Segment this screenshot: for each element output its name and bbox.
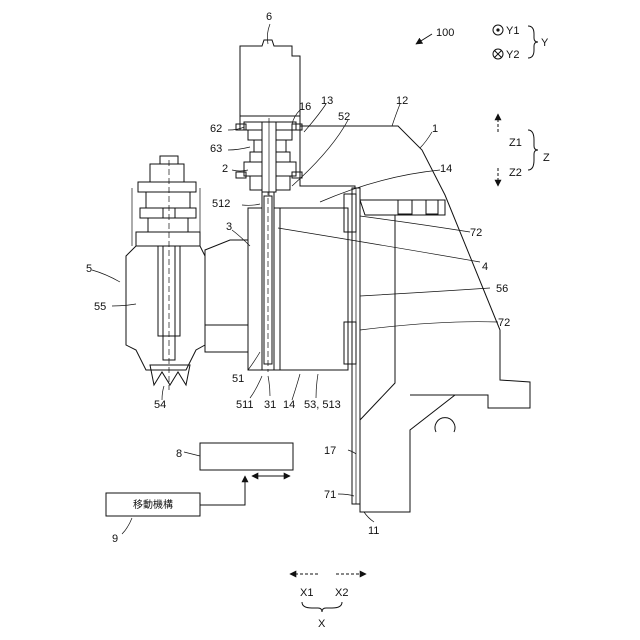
z-legend: Z1 Z2 Z [498, 114, 550, 186]
ref-14-lower: 14 [283, 399, 295, 411]
ref-14-upper: 14 [440, 163, 452, 175]
ref-55: 55 [94, 301, 106, 313]
z1-label: Z1 [509, 137, 522, 149]
x1-label: X1 [300, 587, 313, 599]
x-label: X [318, 618, 326, 630]
ref-63: 63 [210, 143, 222, 155]
ref-9: 9 [112, 533, 118, 545]
ref-1: 1 [432, 123, 438, 135]
ref-4: 4 [482, 261, 488, 273]
ref-71: 71 [324, 489, 336, 501]
arm-block-3 [205, 240, 248, 352]
ref-72-upper: 72 [470, 227, 482, 239]
ref-52: 52 [338, 111, 350, 123]
actuator-6 [236, 40, 302, 196]
moving-mechanism-box-9: 移動機構 [106, 493, 200, 516]
ref-100-label: 100 [436, 27, 454, 39]
reference-numerals: 6 16 13 12 1 62 63 52 2 14 512 72 3 4 5 … [86, 11, 510, 545]
z-label: Z [543, 152, 550, 164]
y-label: Y [541, 37, 549, 49]
controller-box-8 [200, 443, 293, 470]
ref-6: 6 [266, 11, 272, 23]
ref-100: 100 [416, 27, 454, 44]
ref-62: 62 [210, 123, 222, 135]
ref-3: 3 [226, 221, 232, 233]
leader-lines [92, 24, 498, 534]
ref-31: 31 [264, 399, 276, 411]
ref-17: 17 [324, 445, 336, 457]
ref-2: 2 [222, 163, 228, 175]
ref-72-lower: 72 [498, 317, 510, 329]
y2-label: Y2 [506, 49, 519, 61]
ref-5: 5 [86, 263, 92, 275]
moving-mechanism-label: 移動機構 [133, 498, 173, 511]
vertical-plate-17 [344, 188, 360, 504]
ref-54: 54 [154, 399, 166, 411]
ref-8: 8 [176, 448, 182, 460]
y1-label: Y1 [506, 25, 519, 37]
ref-512: 512 [212, 198, 230, 210]
y-legend: Y1 Y2 Y [493, 25, 549, 61]
left-unit-5 [126, 156, 205, 390]
ref-11: 11 [368, 525, 379, 537]
x2-label: X2 [335, 587, 348, 599]
ref-16: 16 [299, 101, 311, 113]
ref-13: 13 [321, 95, 333, 107]
signal-lines [200, 476, 290, 505]
ref-12: 12 [396, 95, 408, 107]
ref-53-513: 53, 513 [304, 399, 341, 411]
ref-56: 56 [496, 283, 508, 295]
x-legend: X1 X2 X [290, 574, 366, 630]
central-block [248, 180, 348, 372]
ref-511: 511 [236, 399, 254, 411]
z2-label: Z2 [509, 167, 522, 179]
ref-51: 51 [232, 373, 244, 385]
